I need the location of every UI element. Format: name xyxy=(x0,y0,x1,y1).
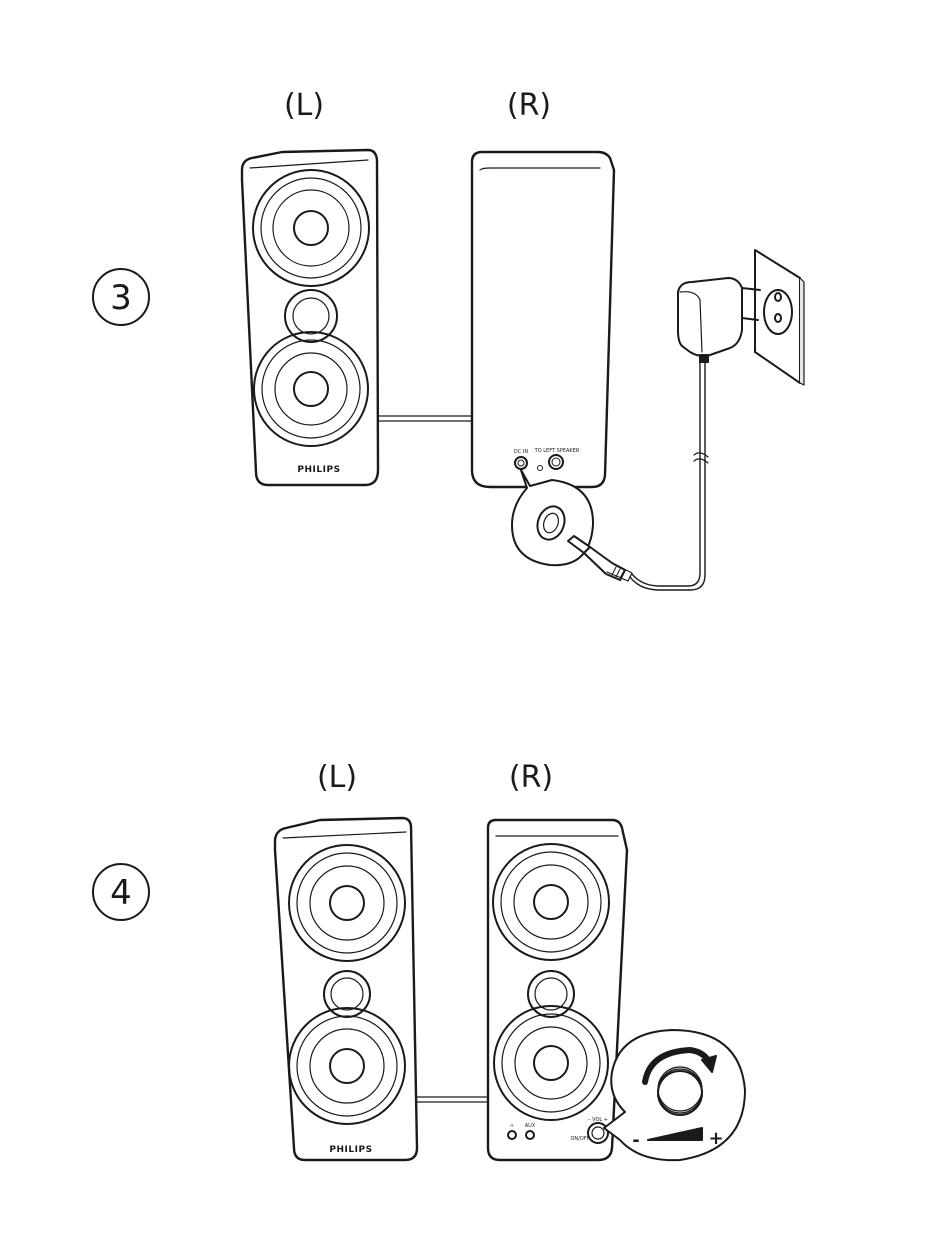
headphone-jack-label: ∩ xyxy=(510,1123,514,1129)
vol-label: – VOL + xyxy=(588,1117,608,1123)
step-4-volume-callout xyxy=(603,1029,746,1162)
volume-minus-sign: - xyxy=(632,1130,639,1151)
to-left-speaker-label: TO LEFT SPEAKER xyxy=(534,448,580,454)
step-4-left-label: (L) xyxy=(317,760,357,795)
step-3-dc-in-callout xyxy=(511,469,633,582)
step-4-right-speaker xyxy=(486,818,629,1162)
onoff-label: ON/OFF xyxy=(570,1136,589,1142)
volume-ramp-icon xyxy=(647,1127,703,1141)
step-3-right-speaker-rear xyxy=(470,150,616,489)
step-4-left-speaker xyxy=(273,816,419,1162)
step-3-cable-break xyxy=(693,452,709,464)
step-3-brand-logo: PHILIPS xyxy=(297,465,340,475)
aux-label: AUX xyxy=(525,1123,536,1129)
step-4-number: 4 xyxy=(110,873,132,913)
step-3-number-badge xyxy=(92,268,150,326)
step-4-speaker-cable xyxy=(416,1096,489,1103)
step-4-number-badge xyxy=(92,863,150,921)
volume-plus-sign: + xyxy=(708,1128,723,1149)
step-4-brand-logo: PHILIPS xyxy=(329,1145,372,1155)
step-3-number: 3 xyxy=(110,278,132,318)
step-3-speaker-cable xyxy=(377,415,472,422)
step-3-left-label: (L) xyxy=(284,88,324,123)
step-3-power-adapter xyxy=(677,249,805,386)
dc-in-label: DC IN xyxy=(514,449,528,455)
step-3-right-label: (R) xyxy=(507,88,551,123)
step-4-right-label: (R) xyxy=(509,760,553,795)
step-3-adapter-cable xyxy=(629,359,706,591)
step-3-left-speaker xyxy=(240,148,380,487)
